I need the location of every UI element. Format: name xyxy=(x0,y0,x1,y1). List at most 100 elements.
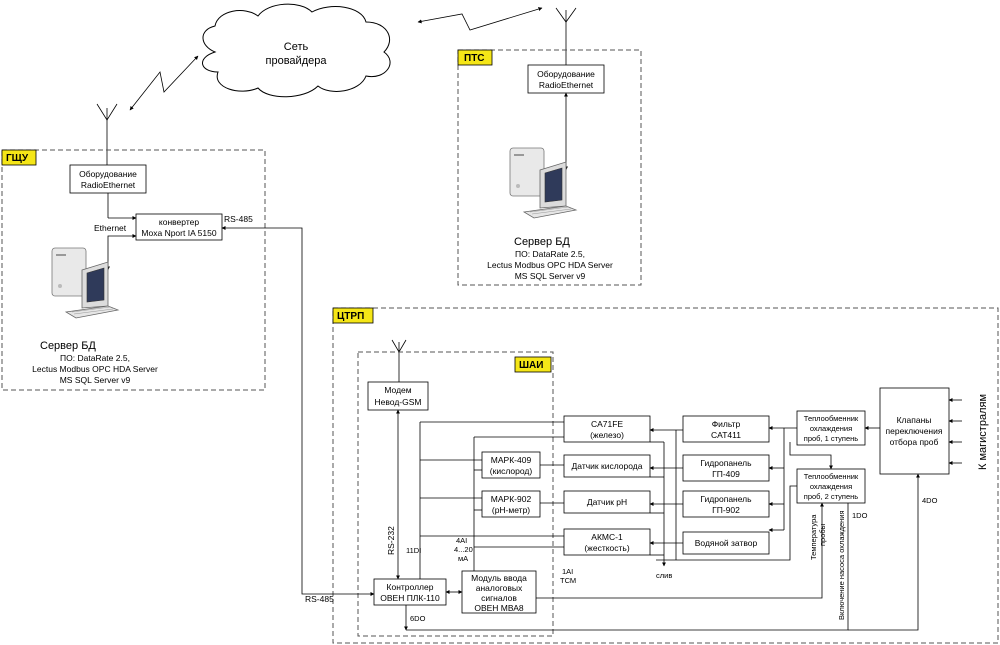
pts-radio-label-2: RadioEthernet xyxy=(539,80,594,90)
valves-box xyxy=(879,387,950,475)
ai-label-2: 4...20 xyxy=(454,545,473,554)
gschu-server-line-1: ПО: DataRate 2.5, xyxy=(60,353,130,363)
provider-cloud: Сеть провайдера xyxy=(202,3,391,98)
o2-sensor-label: Датчик кислорода xyxy=(572,461,643,471)
antenna-pts-icon xyxy=(555,7,577,65)
hx2-label-3: проб, 2 ступень xyxy=(804,492,859,501)
zone-pts xyxy=(457,49,642,286)
ca71fe-box xyxy=(563,415,651,443)
to-mains-label: К магистралям xyxy=(977,394,989,470)
gschu-radio-label-1: Оборудование xyxy=(79,169,137,179)
do4-label: 4DO xyxy=(922,496,938,505)
gp409-box xyxy=(682,454,770,482)
valves-label-1: Клапаны xyxy=(897,415,932,425)
gp902-label-1: Гидропанель xyxy=(700,494,752,504)
gschu-server-title: Сервер БД xyxy=(40,340,96,352)
module-label-1: Модуль ввода xyxy=(471,573,527,583)
analog-module-box xyxy=(461,570,537,614)
gschu-radio-box xyxy=(69,164,147,194)
antenna-shai-icon xyxy=(391,339,407,382)
drain-label: слив xyxy=(656,571,672,580)
zone-tag-gschu xyxy=(1,149,37,166)
modem-label-1: Модем xyxy=(384,385,411,395)
tcm-label-1: 1AI xyxy=(562,567,573,576)
gp409-label-2: ГП-409 xyxy=(712,469,740,479)
converter-box xyxy=(135,213,223,241)
di-bus xyxy=(419,421,564,579)
hx2-label-1: Теплообменник xyxy=(804,472,859,481)
akms-label-2: (жесткость) xyxy=(584,543,630,553)
hx2-box xyxy=(796,468,866,504)
module-label-3: сигналов xyxy=(481,593,517,603)
filter-label-2: CAT411 xyxy=(711,430,741,440)
module-label-2: аналоговых xyxy=(476,583,523,593)
pts-radio-box xyxy=(527,64,605,94)
sample-flow xyxy=(649,428,683,567)
hx1-label-1: Теплообменник xyxy=(804,414,859,423)
wireless-link-pts xyxy=(417,7,543,31)
ai-bus xyxy=(473,436,564,571)
converter-to-server-line xyxy=(106,234,137,271)
rs485-long-link xyxy=(221,226,375,596)
pts-radio-label-1: Оборудование xyxy=(537,69,595,79)
wireless-link-gschu xyxy=(129,55,199,111)
mark409-label-2: (кислород) xyxy=(490,466,533,476)
mark902-label-2: (pH-метр) xyxy=(492,505,530,515)
pts-server-line-3: MS SQL Server v9 xyxy=(515,271,586,281)
temp-label-2: пробы xyxy=(818,524,827,546)
mark902-box xyxy=(481,490,541,518)
cloud-label-2: провайдера xyxy=(266,55,328,67)
mark902-label-1: МАРК-902 xyxy=(491,494,532,504)
cooling-flow xyxy=(676,426,880,561)
zone-gschu xyxy=(1,149,266,391)
gp902-label-2: ГП-902 xyxy=(712,505,740,515)
gschu-radio-label-2: RadioEthernet xyxy=(81,180,136,190)
hx2-label-2: охлаждения xyxy=(810,482,852,491)
zone-label-shai: ШАИ xyxy=(519,360,543,371)
filter-label-1: Фильтр xyxy=(712,419,741,429)
ca71fe-label-2: (железо) xyxy=(590,430,624,440)
do6-label: 6DO xyxy=(410,614,426,623)
shai-rs485-label: RS-485 xyxy=(305,594,334,604)
hx1-box xyxy=(796,410,866,446)
gschu-rs485-label: RS-485 xyxy=(224,214,253,224)
tcm-label-2: ТСМ xyxy=(560,576,576,585)
zone-label-gschu: ГЩУ xyxy=(6,153,29,164)
valves-label-2: переключения xyxy=(886,426,943,436)
ph-sensor-label: Датчик pH xyxy=(587,497,627,507)
water-seal-label: Водяной затвор xyxy=(695,538,758,548)
pts-server-line-1: ПО: DataRate 2.5, xyxy=(515,249,585,259)
ai-label-3: мА xyxy=(458,554,468,563)
filter-box xyxy=(682,415,770,443)
zone-label-pts: ПТС xyxy=(464,53,485,64)
module-label-4: ОВЕН МВА8 xyxy=(474,603,524,613)
ethernet-label: Ethernet xyxy=(94,223,127,233)
akms-label-1: АКМС-1 xyxy=(591,532,623,542)
valves-label-3: отбора проб xyxy=(890,437,939,447)
ca71fe-label-1: CA71FE xyxy=(591,419,623,429)
do1-label: 1DO xyxy=(852,511,868,520)
controller-label-2: ОВЕН ПЛК-110 xyxy=(380,593,440,603)
hx1-label-2: охлаждения xyxy=(810,424,852,433)
mark409-box xyxy=(481,451,541,479)
cloud-label-1: Сеть xyxy=(284,41,309,53)
mains-inputs xyxy=(948,398,962,465)
di-label: 11DI xyxy=(406,546,421,555)
mark409-label-1: МАРК-409 xyxy=(491,455,532,465)
temp-label-1: Температура xyxy=(809,514,818,560)
converter-label-1: конвертер xyxy=(159,217,199,227)
hx1-label-3: проб, 1 ступень xyxy=(804,434,859,443)
rs232-label: RS-232 xyxy=(386,526,396,555)
zone-label-ctrp: ЦТРП xyxy=(337,311,364,322)
gschu-server-line-2: Lectus Modbus OPC HDA Server xyxy=(32,364,158,374)
controller-box xyxy=(373,578,447,606)
pts-server-line-2: Lectus Modbus OPC HDA Server xyxy=(487,260,613,270)
ai-label-1: 4AI xyxy=(456,536,467,545)
gp409-label-1: Гидропанель xyxy=(700,458,752,468)
zone-tag-shai xyxy=(514,356,552,373)
pts-server-title: Сервер БД xyxy=(514,236,570,248)
modem-label-2: Невод-GSM xyxy=(375,397,422,407)
gschu-server-line-3: MS SQL Server v9 xyxy=(60,375,131,385)
modem-box xyxy=(367,381,429,411)
